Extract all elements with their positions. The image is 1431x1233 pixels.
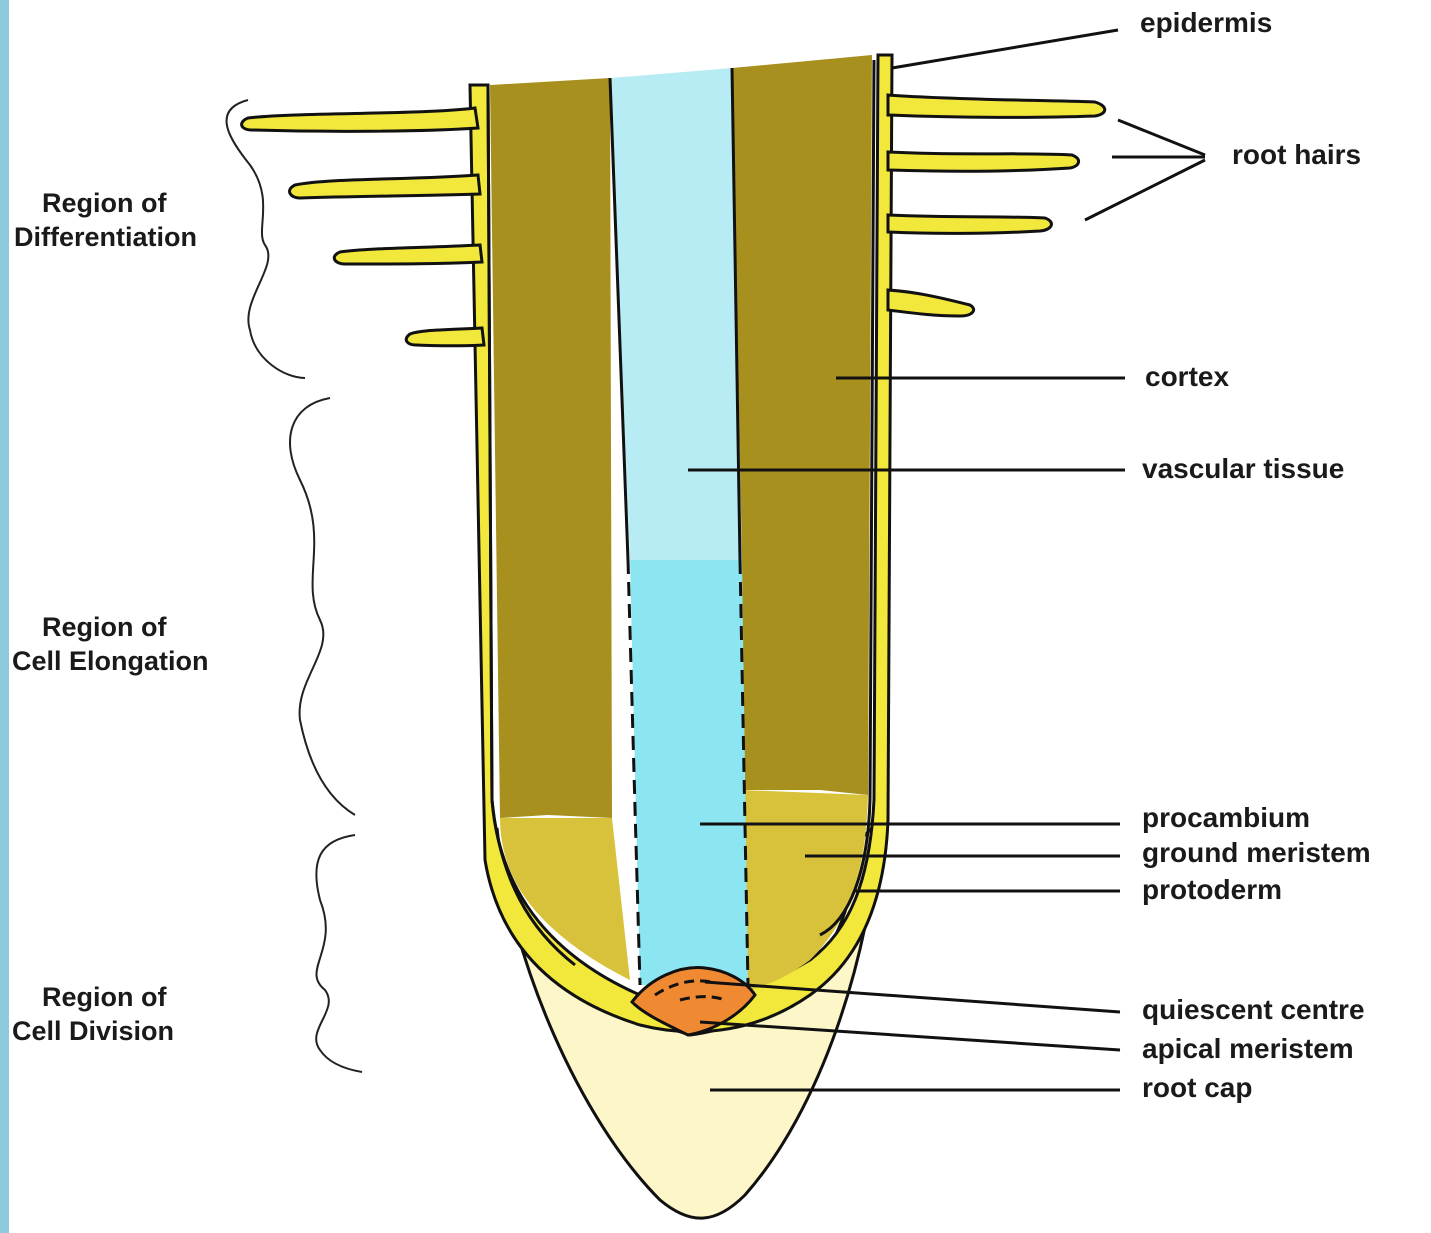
root-hairs-left bbox=[242, 108, 484, 346]
label-protoderm: protoderm bbox=[1142, 873, 1282, 906]
label-vascular-tissue: vascular tissue bbox=[1142, 452, 1344, 485]
brace-differentiation bbox=[227, 100, 305, 378]
label-apical-meristem: apical meristem bbox=[1142, 1032, 1354, 1065]
label-quiescent-centre: quiescent centre bbox=[1142, 993, 1365, 1026]
label-cortex: cortex bbox=[1145, 360, 1229, 393]
region-division-label: Region of Cell Division bbox=[40, 980, 174, 1048]
brace-division bbox=[316, 835, 362, 1072]
procambium-region bbox=[630, 560, 748, 985]
label-epidermis: epidermis bbox=[1140, 6, 1272, 39]
root-hairs-right bbox=[888, 95, 1105, 316]
label-procambium: procambium bbox=[1142, 801, 1310, 834]
cortex-region-right bbox=[732, 55, 872, 795]
brace-elongation bbox=[290, 398, 355, 815]
cortex-region bbox=[490, 78, 612, 818]
label-root-cap: root cap bbox=[1142, 1071, 1252, 1104]
vascular-tissue-region bbox=[610, 68, 742, 560]
label-root-hairs: root hairs bbox=[1232, 138, 1361, 171]
label-ground-meristem: ground meristem bbox=[1142, 836, 1371, 869]
region-elongation-label: Region of Cell Elongation bbox=[40, 610, 209, 678]
region-differentiation-label: Region of Differentiation bbox=[40, 186, 197, 254]
